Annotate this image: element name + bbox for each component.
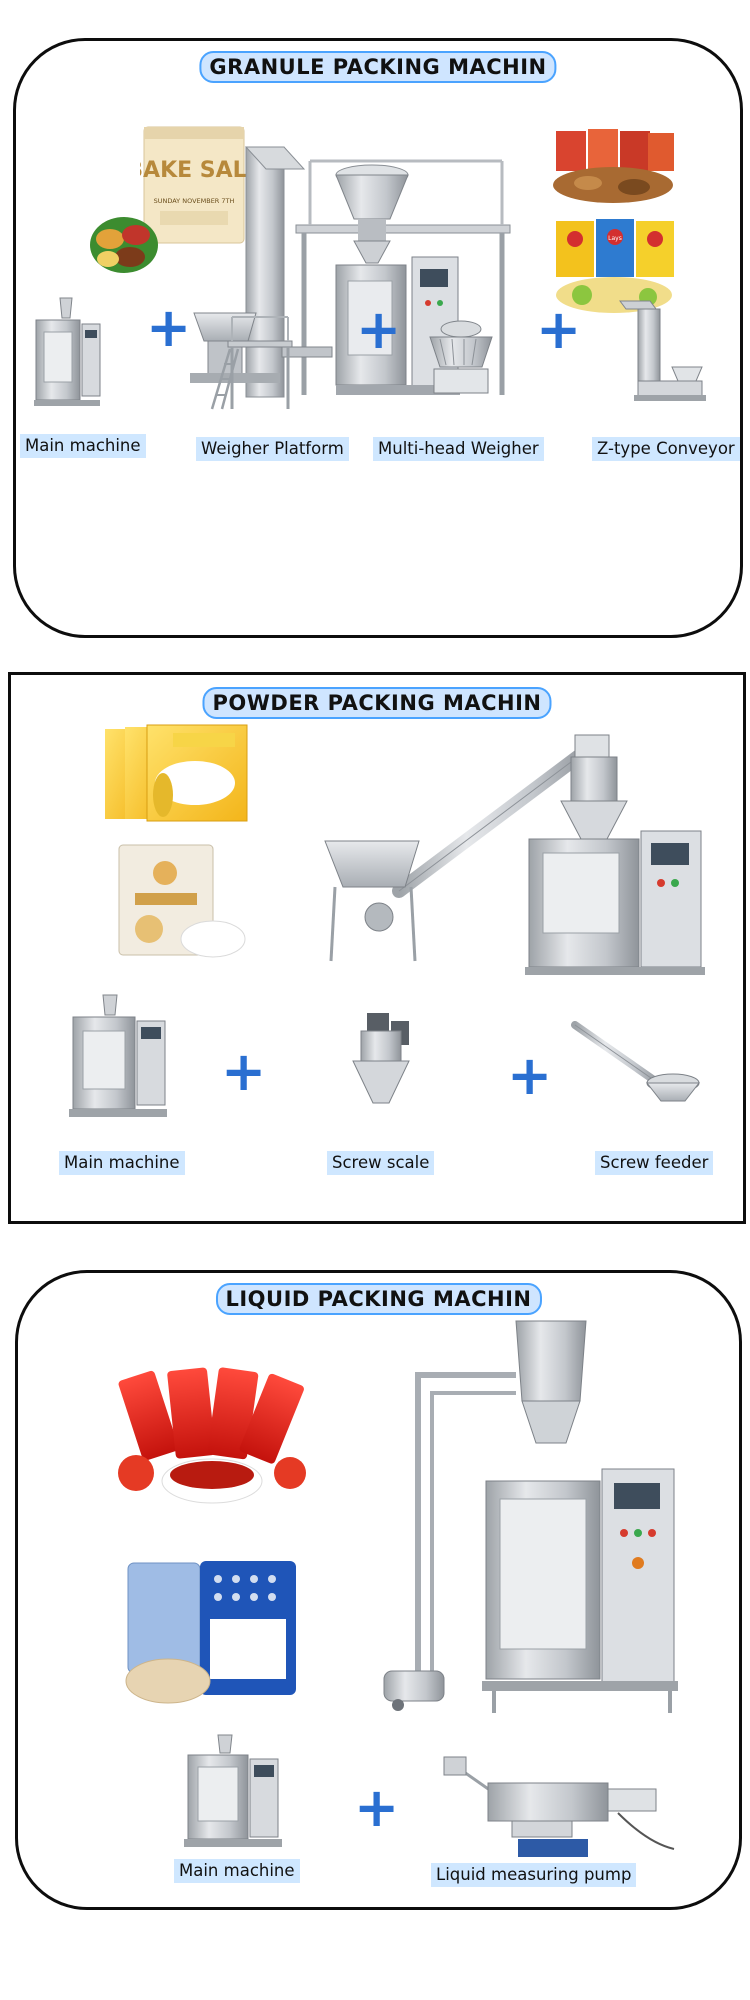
- plus-icon: +: [536, 298, 582, 361]
- component-label: Main machine: [59, 1151, 185, 1175]
- component-label: Multi-head Weigher: [373, 437, 544, 461]
- salad-dressing-image: [124, 1559, 302, 1709]
- flour-bags-image: [103, 723, 251, 827]
- nuts-bags-image: [548, 127, 678, 207]
- ketchup-sachets-image: [112, 1363, 312, 1513]
- plus-icon: +: [146, 296, 192, 359]
- component-label: Main machine: [20, 434, 146, 458]
- bag-date-text: SUNDAY NOVEMBER 7TH: [154, 197, 235, 205]
- plus-icon: +: [221, 1040, 267, 1103]
- vegetable-chips-image: [86, 209, 164, 279]
- plus-icon: +: [507, 1044, 553, 1107]
- powder-main-machine-image: [63, 993, 173, 1125]
- liquid-full-line-image: [374, 1313, 700, 1733]
- liquid-main-machine-image: [178, 1733, 290, 1853]
- granule-main-machine-image: [30, 296, 102, 412]
- liquid-packing-section: LIQUID PACKING MACHIN: [15, 1270, 742, 1910]
- component-label: Liquid measuring pump: [431, 1863, 637, 1887]
- multi-head-weigher-image: [420, 315, 502, 397]
- section-title-powder: POWDER PACKING MACHIN: [202, 687, 552, 719]
- screw-scale-image: [341, 1011, 421, 1111]
- section-title-liquid: LIQUID PACKING MACHIN: [215, 1283, 542, 1315]
- bake-sale-bag-image: BAKE SALE SUNDAY NOVEMBER 7TH: [140, 125, 248, 245]
- liquid-measuring-pump-image: [438, 1753, 682, 1863]
- powder-packing-section: POWDER PACKING MACHIN: [8, 672, 746, 1224]
- chip-brand-text: Lays: [608, 235, 622, 242]
- plus-icon: +: [356, 298, 402, 361]
- section-title-granule: GRANULE PACKING MACHIN: [199, 51, 557, 83]
- component-label: Screw feeder: [595, 1151, 714, 1175]
- plus-icon: +: [354, 1776, 400, 1839]
- component-label: Screw scale: [327, 1151, 435, 1175]
- component-label: Z-type Conveyor: [592, 437, 740, 461]
- component-label: Main machine: [174, 1859, 300, 1883]
- screw-feeder-image: [569, 1017, 701, 1113]
- bag-title-text: BAKE SALE: [140, 158, 248, 183]
- granule-packing-section: GRANULE PACKING MACHIN BAKE SALE SUNDAY …: [13, 38, 743, 638]
- z-type-conveyor-image: [616, 297, 708, 409]
- component-label: Weigher Platform: [196, 437, 349, 461]
- weigher-platform-image: [208, 309, 300, 413]
- potato-flour-bag-image: [115, 843, 247, 961]
- powder-full-line-image: [323, 727, 715, 983]
- potato-chips-bags-image: Lays: [552, 217, 678, 315]
